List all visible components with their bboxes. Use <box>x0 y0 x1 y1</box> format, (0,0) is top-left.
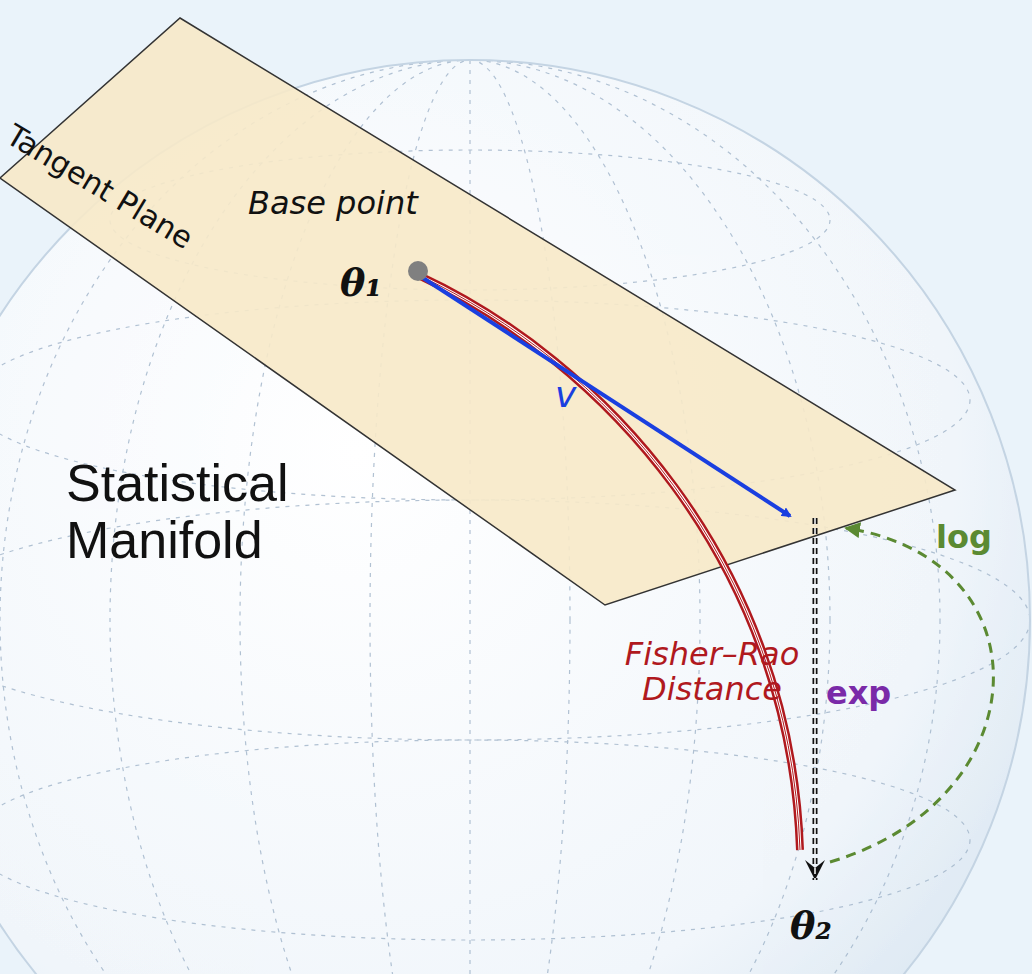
vector-label: v <box>555 375 576 415</box>
theta2-label: θ₂ <box>790 905 832 947</box>
geodesic <box>420 276 800 850</box>
base-point-dot <box>408 261 428 281</box>
exp-label: exp <box>826 676 891 711</box>
base-point-label: Base point <box>248 186 418 221</box>
tangent-vector <box>420 276 790 516</box>
distance-label: Fisher–Rao Distance <box>612 637 812 707</box>
log-label: log <box>936 520 992 555</box>
exp-map-line <box>813 518 818 880</box>
theta1-label: θ₁ <box>340 262 382 304</box>
tangent-plane <box>0 18 955 605</box>
manifold-label: Statistical Manifold <box>66 455 426 569</box>
